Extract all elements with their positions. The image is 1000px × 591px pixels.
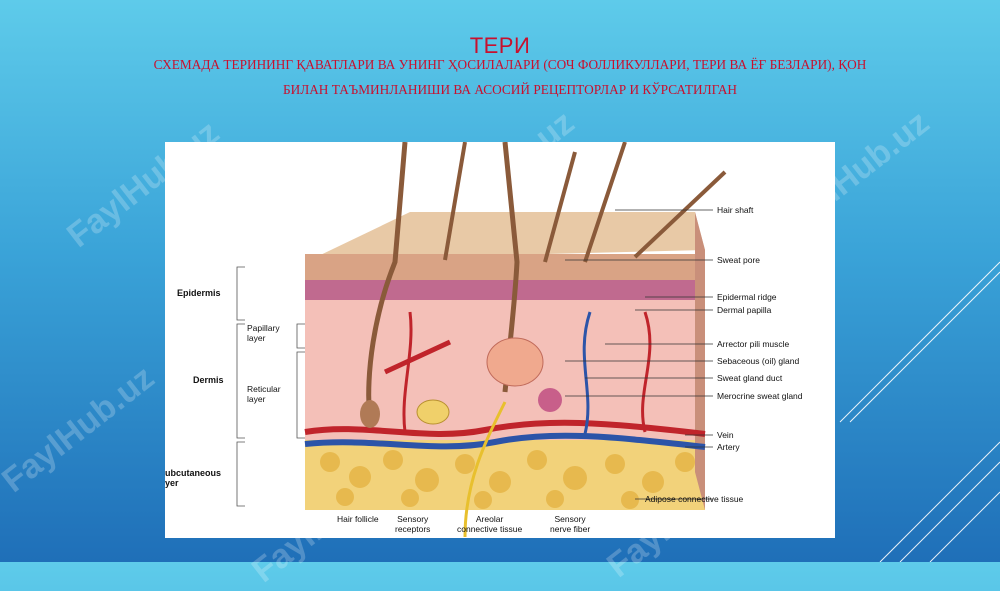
label-adipose-connective-tissue: Adipose connective tissue	[645, 494, 744, 504]
label-sensory-receptors: Sensory receptors	[395, 514, 431, 534]
label-sweat-gland-duct: Sweat gland duct	[717, 373, 783, 383]
watermark: FaylHub.uz	[0, 358, 162, 500]
skin-illustration	[236, 142, 727, 538]
subtitle-line-1: СХЕМАДА ТЕРИНИНГ ҚАВАТЛАРИ ВА УНИНГ ҲОСИ…	[153, 57, 867, 72]
label-dermis: Dermis	[193, 375, 224, 385]
label-artery: Artery	[717, 442, 740, 452]
label-dermal-papilla: Dermal papilla	[717, 305, 772, 315]
label-hair-follicle: Hair follicle	[337, 514, 379, 524]
label-arrector-pili-muscle: Arrector pili muscle	[717, 339, 790, 349]
label-sweat-pore: Sweat pore	[717, 255, 760, 265]
label-merocrine-sweat-gland: Merocrine sweat gland	[717, 391, 803, 401]
label-epidermis: Epidermis	[177, 288, 221, 298]
label-epidermal-ridge: Epidermal ridge	[717, 292, 777, 302]
label-subcutaneous-layer: ubcutaneous yer	[165, 468, 222, 488]
label-sensory-nerve-fiber: Sensory nerve fiber	[550, 514, 591, 534]
label-sebaceous-gland: Sebaceous (oil) gland	[717, 356, 800, 366]
label-reticular-layer: Reticular layer	[247, 384, 281, 404]
skin-diagram: Epidermis Papillary layer Dermis Reticul…	[165, 142, 835, 538]
slide-subtitle: СХЕМАДА ТЕРИНИНГ ҚАВАТЛАРИ ВА УНИНГ ҲОСИ…	[100, 52, 920, 102]
label-hair-shaft: Hair shaft	[717, 205, 754, 215]
subtitle-line-2: БИЛАН ТАЪМИНЛАНИШИ ВА АСОСИЙ РЕЦЕПТОРЛАР…	[282, 82, 738, 97]
label-papillary-layer: Papillary layer	[247, 323, 280, 343]
decorative-lines	[839, 261, 1000, 562]
slide-title: ТЕРИ	[469, 33, 531, 58]
label-areolar-connective-tissue: Areolar connective tissue	[457, 514, 523, 534]
label-vein: Vein	[717, 430, 734, 440]
